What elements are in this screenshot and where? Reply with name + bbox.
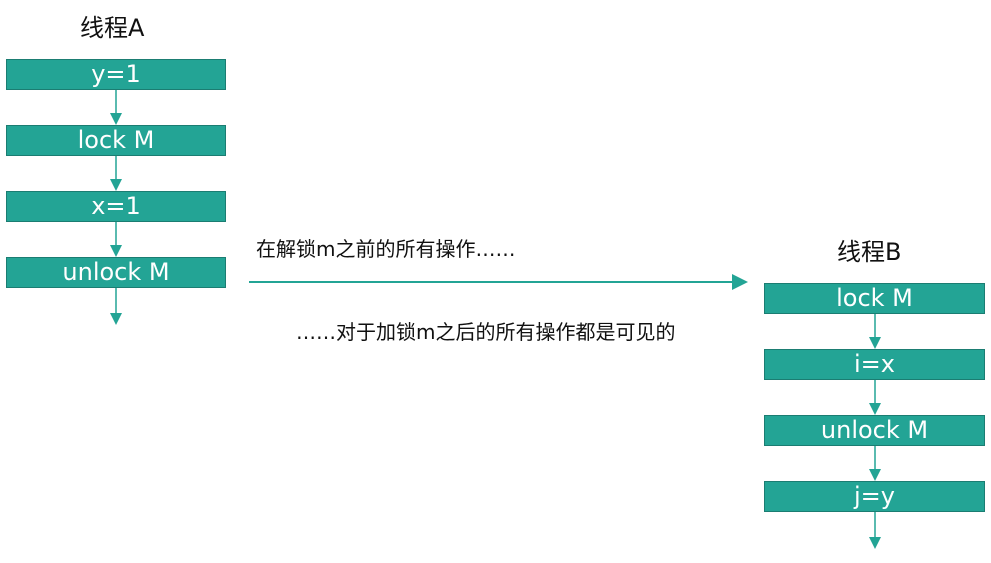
thread-a-step-unlock: unlock M	[6, 257, 226, 288]
happens-before-label-top: 在解锁m之前的所有操作……	[256, 237, 516, 261]
happens-before-label-bottom: ……对于加锁m之后的所有操作都是可见的	[296, 320, 676, 344]
thread-a-step-lock: lock M	[6, 125, 226, 156]
thread-b-step-unlock: unlock M	[764, 415, 985, 446]
thread-b-title: 线程B	[837, 238, 902, 266]
thread-a-step-y-assign: y=1	[6, 59, 226, 90]
thread-b-step-i-assign: i=x	[764, 349, 985, 380]
thread-a-step-x-assign: x=1	[6, 191, 226, 222]
thread-b-step-j-assign: j=y	[764, 481, 985, 512]
thread-b-step-lock: lock M	[764, 283, 985, 314]
thread-a-title: 线程A	[80, 14, 145, 42]
